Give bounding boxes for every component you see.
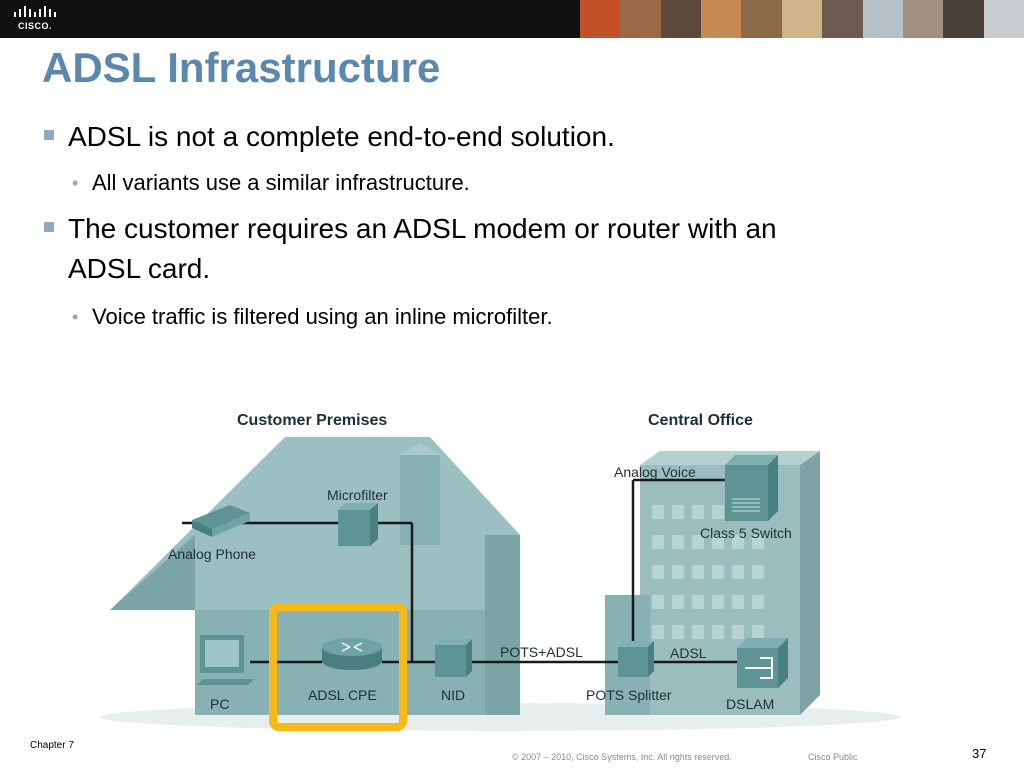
cisco-bars-icon xyxy=(14,6,56,17)
class5-switch-icon xyxy=(725,455,778,521)
header-photo xyxy=(862,0,903,38)
analog-phone-icon xyxy=(192,505,250,537)
slide-title: ADSL Infrastructure xyxy=(42,44,441,91)
adsl-label: ADSL xyxy=(670,645,707,661)
header-photo xyxy=(620,0,661,38)
adsl-cpe-highlight xyxy=(269,603,407,731)
classification-text: Cisco Public xyxy=(808,752,858,762)
dslam-icon xyxy=(737,638,788,688)
page-number: 37 xyxy=(972,746,987,761)
adsl-infrastructure-diagram: Customer Premises Central Office Microfi… xyxy=(100,412,900,731)
dot-bullet-icon: • xyxy=(72,307,79,327)
header-photo xyxy=(660,0,702,38)
cisco-logo: CISCO. xyxy=(12,6,58,34)
bullet-text: ADSL card. xyxy=(68,253,211,284)
central-office-label: Central Office xyxy=(648,412,753,429)
bullet-text: Voice traffic is filtered using an inlin… xyxy=(92,304,553,329)
header-photo xyxy=(822,0,863,38)
analog-phone-label: Analog Phone xyxy=(168,546,256,562)
header-photo xyxy=(580,0,621,38)
photo-strip xyxy=(580,0,1024,38)
header-photo xyxy=(983,0,1024,38)
header-bar: CISCO. xyxy=(0,0,1024,38)
nid-label: NID xyxy=(441,687,465,703)
microfilter-icon xyxy=(338,503,378,546)
header-photo xyxy=(902,0,944,38)
bullet-text: ADSL is not a complete end-to-end soluti… xyxy=(68,121,615,152)
analog-voice-label: Analog Voice xyxy=(614,464,696,480)
class5-switch-label: Class 5 Switch xyxy=(700,525,792,541)
header-photo xyxy=(701,0,742,38)
dslam-label: DSLAM xyxy=(726,696,774,712)
header-photo xyxy=(781,0,823,38)
pots-splitter-label: POTS Splitter xyxy=(586,687,672,703)
square-bullet-icon xyxy=(44,222,54,232)
chapter-label: Chapter 7 xyxy=(30,740,74,751)
header-photo xyxy=(943,0,984,38)
logo-text: CISCO. xyxy=(17,21,52,31)
bullet-text: All variants use a similar infrastructur… xyxy=(92,170,470,195)
pots-splitter-icon xyxy=(618,641,654,677)
microfilter-label: Microfilter xyxy=(327,487,388,503)
adsl-cpe-label: ADSL CPE xyxy=(308,687,377,703)
header-photo xyxy=(741,0,782,38)
pc-label: PC xyxy=(210,696,229,712)
square-bullet-icon xyxy=(44,130,54,140)
pc-icon xyxy=(196,635,254,685)
bullet-text: The customer requires an ADSL modem or r… xyxy=(68,213,777,244)
nid-icon xyxy=(435,639,472,677)
router-icon xyxy=(322,638,382,670)
pots-adsl-label: POTS+ADSL xyxy=(500,644,583,660)
customer-premises-label: Customer Premises xyxy=(237,412,387,429)
dot-bullet-icon: • xyxy=(72,173,79,193)
copyright-text: © 2007 – 2010, Cisco Systems, Inc. All r… xyxy=(512,752,732,762)
